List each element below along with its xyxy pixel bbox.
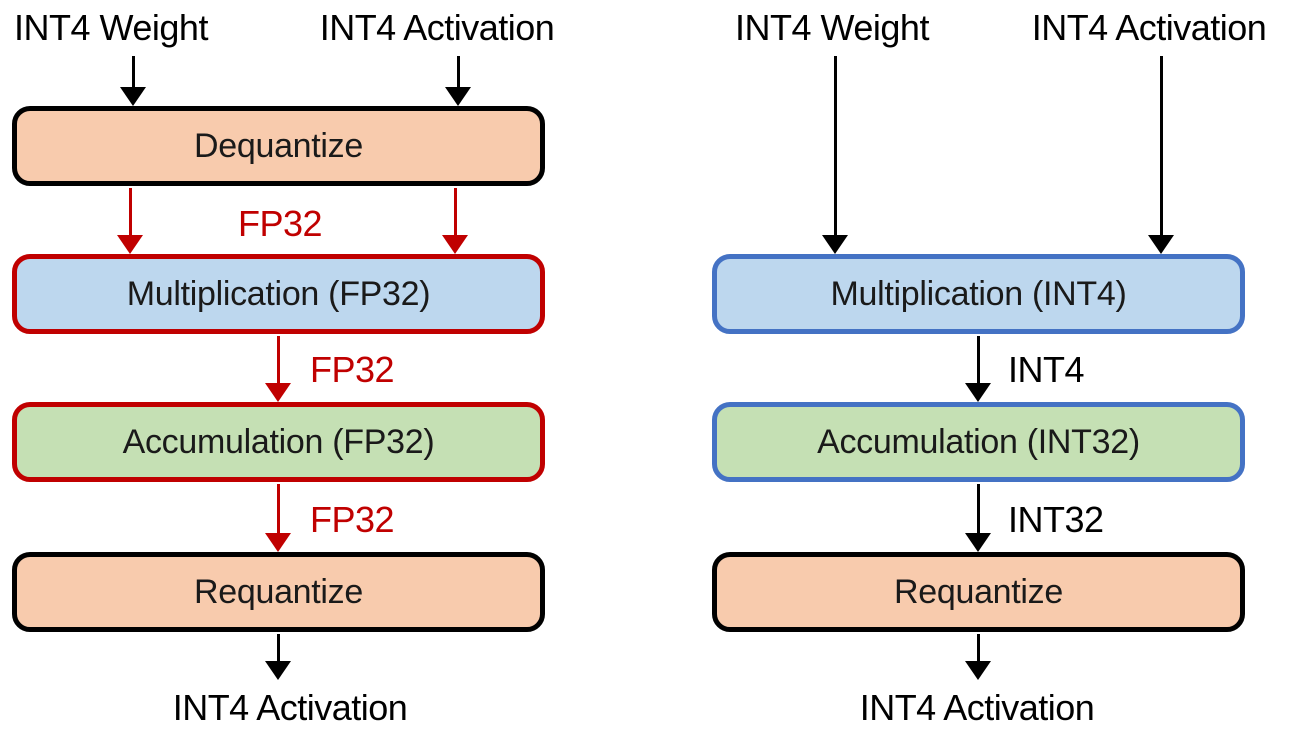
right-input-activation-label: INT4 Activation xyxy=(1031,7,1267,48)
left-edge-label-fp32-3: FP32 xyxy=(310,499,395,540)
right-edge-label-int32: INT32 xyxy=(1008,499,1104,540)
right-activation-input-arrow xyxy=(1148,56,1174,254)
left-fp32-arrow-acc-to-req xyxy=(265,484,291,552)
left-weight-input-arrow xyxy=(120,56,146,106)
arrow-head xyxy=(265,661,291,680)
arrow-shaft xyxy=(456,56,460,87)
arrow-shaft xyxy=(976,634,980,661)
right-multiplication-box: Multiplication (INT4) xyxy=(712,254,1245,334)
left-fp32-arrow-mul-to-acc xyxy=(265,336,291,402)
arrow-head xyxy=(965,383,991,402)
arrow-shaft xyxy=(128,188,132,235)
left-dequantize-box: Dequantize xyxy=(12,106,545,186)
left-accumulation-box: Accumulation (FP32) xyxy=(12,402,545,482)
left-fp32-arrow-weight xyxy=(117,188,143,254)
arrow-head xyxy=(120,87,146,106)
right-edge-label-int4: INT4 xyxy=(1008,349,1085,390)
arrow-shaft xyxy=(1159,56,1163,235)
right-accumulation-box: Accumulation (INT32) xyxy=(712,402,1245,482)
right-int32-arrow-acc-to-req xyxy=(965,484,991,552)
left-edge-label-fp32-2: FP32 xyxy=(310,349,395,390)
arrow-shaft xyxy=(276,336,280,383)
arrow-shaft xyxy=(976,336,980,383)
arrow-shaft xyxy=(131,56,135,87)
right-requantize-box: Requantize xyxy=(712,552,1245,632)
right-int4-arrow-mul-to-acc xyxy=(965,336,991,402)
left-activation-input-arrow xyxy=(445,56,471,106)
left-output-label: INT4 Activation xyxy=(172,687,408,728)
arrow-head xyxy=(265,383,291,402)
arrow-head xyxy=(117,235,143,254)
right-weight-input-arrow xyxy=(822,56,848,254)
right-input-weight-label: INT4 Weight xyxy=(735,7,929,48)
arrow-head xyxy=(445,87,471,106)
arrow-shaft xyxy=(453,188,457,235)
arrow-head xyxy=(1148,235,1174,254)
arrow-head xyxy=(965,661,991,680)
arrow-head xyxy=(442,235,468,254)
left-input-activation-label: INT4 Activation xyxy=(319,7,555,48)
arrow-shaft xyxy=(976,484,980,533)
arrow-head xyxy=(965,533,991,552)
arrow-head xyxy=(822,235,848,254)
left-input-weight-label: INT4 Weight xyxy=(14,7,208,48)
right-output-label: INT4 Activation xyxy=(859,687,1095,728)
arrow-head xyxy=(265,533,291,552)
arrow-shaft xyxy=(833,56,837,235)
left-edge-label-fp32-1: FP32 xyxy=(237,203,323,244)
left-output-arrow xyxy=(265,634,291,680)
arrow-shaft xyxy=(276,484,280,533)
right-output-arrow xyxy=(965,634,991,680)
left-requantize-box: Requantize xyxy=(12,552,545,632)
left-multiplication-box: Multiplication (FP32) xyxy=(12,254,545,334)
arrow-shaft xyxy=(276,634,280,661)
left-fp32-arrow-activation xyxy=(442,188,468,254)
